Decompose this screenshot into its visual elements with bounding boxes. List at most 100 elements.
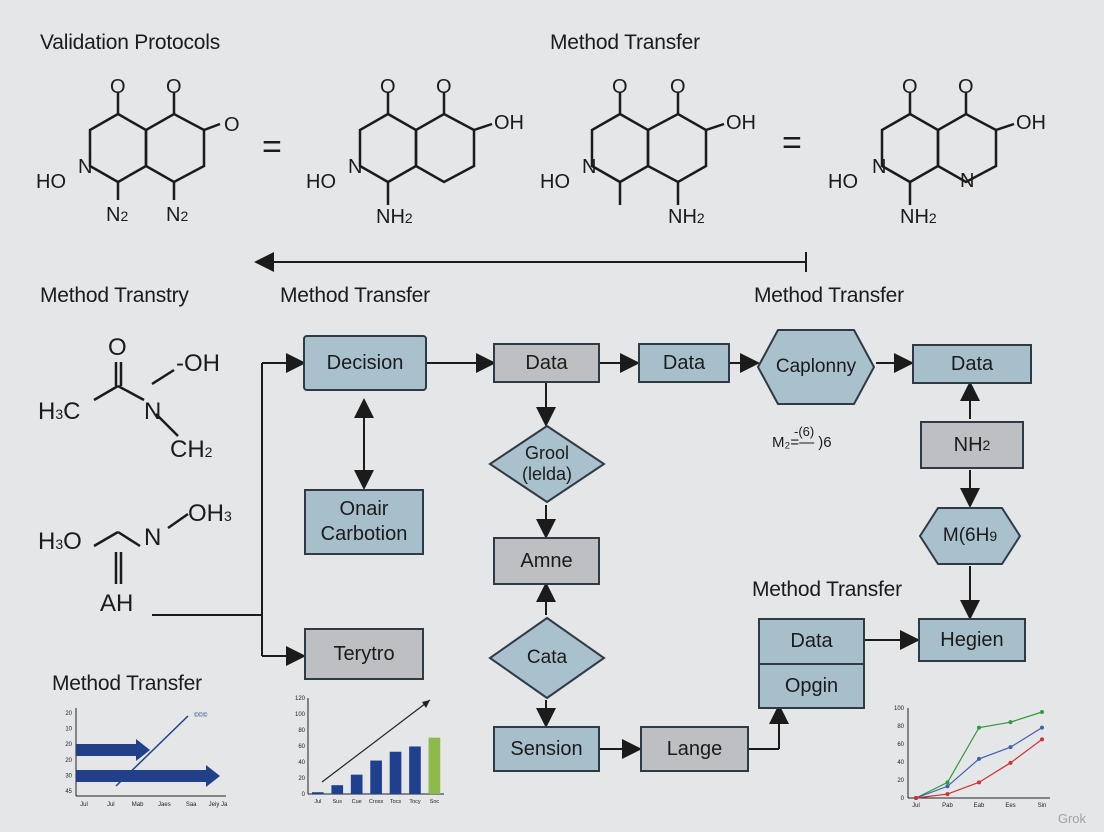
- mol3-n: N: [582, 156, 597, 178]
- left-mol1-oh: -OH: [176, 350, 220, 377]
- chart1-ytick: 10: [65, 727, 72, 733]
- title-validation-protocols: Validation Protocols: [40, 31, 221, 54]
- mol4-n-ring: N: [960, 170, 975, 192]
- left-mol2-oh3: OH3: [188, 500, 232, 527]
- chart1-trend-line: [115, 715, 189, 787]
- mol3-nh2: NH2: [668, 206, 705, 228]
- mol2-nh2: NH2: [376, 206, 413, 228]
- chart2-bar: [428, 737, 441, 794]
- mol3-o2: O: [670, 76, 686, 98]
- mol4-ho: HO: [828, 171, 858, 193]
- chart3-point: [945, 792, 950, 797]
- mol3-o1: O: [612, 76, 628, 98]
- chart2-bar: [312, 792, 324, 794]
- left-mol2-h3o: H3O: [38, 528, 82, 555]
- chart3-point: [1040, 737, 1044, 742]
- chart3-ytick: 80: [897, 724, 904, 730]
- left-mol1-h3c: H3C: [38, 398, 81, 425]
- chart3-ytick: 0: [901, 796, 905, 802]
- chart1-annotation: ©©©: [194, 712, 208, 719]
- mol1-n2a: N2: [106, 204, 129, 226]
- chart3-xtick: Sin: [1038, 803, 1047, 809]
- mol1-o3: O: [224, 114, 240, 136]
- left-mol1-ch2: CH2: [170, 436, 213, 463]
- chart1-bar-head: [206, 765, 220, 787]
- chart3-point: [945, 784, 950, 789]
- chart2-ytick: 120: [295, 696, 306, 702]
- node-data-2: Data: [638, 343, 730, 383]
- chart1-xtick: Jeiy Ja: [209, 802, 228, 808]
- chart1-xtick: Jul: [80, 802, 88, 808]
- chart2-bar: [389, 751, 402, 794]
- node-sension: Sension: [493, 726, 600, 772]
- chart2-xtick: Sus: [333, 799, 343, 805]
- node-grool: Grool (lelda): [488, 424, 606, 504]
- chart2-bar: [409, 746, 421, 794]
- mol2-n: N: [348, 156, 363, 178]
- chart3-xtick: Ees: [1005, 803, 1015, 809]
- chart1-ytick: 30: [65, 773, 72, 779]
- chart2-bar: [331, 785, 344, 794]
- node-cata: Cata: [488, 616, 606, 700]
- chart1-ytick: 20: [65, 711, 72, 717]
- node-data-stack: Data: [758, 618, 865, 664]
- chart3-point: [1040, 710, 1044, 714]
- chart1-xtick: Jul: [107, 802, 115, 808]
- chart1-bar: [76, 770, 206, 782]
- equals-sign-1: =: [262, 128, 282, 166]
- node-decision: Decision: [303, 335, 427, 391]
- chart1-bar-head: [136, 739, 150, 761]
- mol4-oh: OH: [1016, 112, 1046, 134]
- mol2-o2: O: [436, 76, 452, 98]
- left-mol1-o: O: [108, 334, 127, 361]
- mol4-nh2: NH2: [900, 206, 937, 228]
- chart3-point: [977, 725, 981, 730]
- mol1-n2b: N2: [166, 204, 189, 226]
- chart2-bar: [350, 774, 363, 794]
- chart1-ytick: 20: [65, 758, 72, 764]
- chart3-ytick: 100: [894, 706, 905, 712]
- chart2-trend-line: [321, 699, 431, 783]
- molecule-rings: [88, 92, 1015, 584]
- title-method-transtry: Method Transtry: [40, 284, 189, 307]
- mol4-o1: O: [902, 76, 918, 98]
- node-data-3: Data: [912, 344, 1032, 384]
- chart1-xtick: Jaes: [158, 802, 171, 808]
- node-opgin: Opgin: [758, 663, 865, 709]
- chart1-ytick: 45: [65, 789, 72, 795]
- chart2-ytick: 0: [302, 792, 306, 798]
- chart3-point: [1040, 725, 1044, 730]
- node-caplonny: Caplonny: [756, 328, 876, 406]
- left-mol1-n: N: [144, 398, 162, 425]
- chart2-bar: [370, 760, 382, 794]
- chart3-xtick: Pab: [942, 803, 953, 809]
- equals-sign-2: =: [782, 124, 802, 162]
- mol2-oh: OH: [494, 112, 524, 134]
- node-amne: Amne: [493, 537, 600, 585]
- chart1-bar: [76, 744, 136, 756]
- chart2-xtick: Tocy: [409, 799, 421, 805]
- chart1-xtick: Saa: [186, 802, 197, 808]
- mol3-ho: HO: [540, 171, 570, 193]
- watermark: Grok: [1057, 811, 1086, 826]
- chart3-point: [977, 756, 981, 761]
- node-m6h: M(6H9: [918, 506, 1022, 566]
- title-method-transfer-lower-right: Method Transfer: [752, 578, 902, 601]
- chart2-ytick: 80: [298, 728, 305, 734]
- chart3-xtick: Jul: [912, 803, 920, 809]
- chart2-ytick: 100: [295, 712, 306, 718]
- formula-top: -(6): [794, 424, 815, 439]
- formula: M₂=— )6: [772, 434, 832, 451]
- mol1-o2: O: [166, 76, 182, 98]
- chart2-xtick: Soc: [430, 799, 440, 805]
- mol1-o1: O: [110, 76, 126, 98]
- chart2-ytick: 40: [298, 760, 305, 766]
- chart1-xtick: Mab: [132, 802, 144, 808]
- mol2-ho: HO: [306, 171, 336, 193]
- chart2-trend-arrow: [422, 700, 430, 708]
- title-method-transfer-bottom-left: Method Transfer: [52, 672, 202, 695]
